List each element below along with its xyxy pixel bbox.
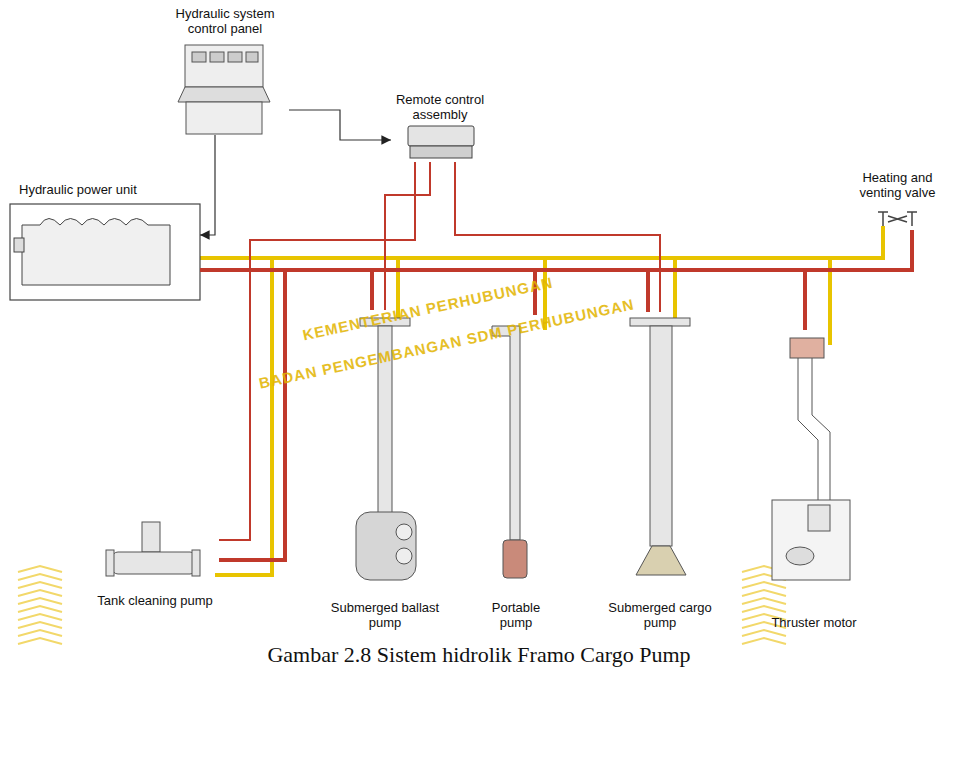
drawing-part	[228, 52, 242, 62]
component-label: Hydraulic power unit	[16, 180, 140, 199]
drawing-part	[178, 87, 270, 102]
remote-control: Remote control assembly	[391, 90, 489, 162]
thruster-figure	[772, 338, 850, 580]
tank-cleaning-pump-figure	[106, 522, 200, 576]
drawing-part	[112, 552, 196, 574]
component-label: Submerged ballast pump	[326, 598, 444, 632]
chevron-decoration	[18, 574, 62, 580]
portable-pump-figure	[492, 326, 527, 578]
control-panel: Hydraulic system control panel	[161, 4, 289, 135]
chevron-decoration	[18, 566, 62, 572]
pump: Submerged cargo pump	[604, 312, 716, 632]
drawing-part	[14, 238, 24, 252]
chevron-decoration	[742, 630, 786, 636]
drawing-part	[408, 126, 474, 146]
figure-caption: Gambar 2.8 Sistem hidrolik Framo Cargo P…	[0, 642, 958, 668]
component-label: Tank cleaning pump	[94, 591, 216, 610]
drawing-part	[786, 547, 814, 565]
chevron-decoration	[18, 614, 62, 620]
drawing-part	[492, 326, 520, 540]
drawing-part	[878, 212, 917, 226]
drawing-part	[798, 358, 830, 500]
drawing-part	[210, 52, 224, 62]
drawing-part	[185, 45, 263, 87]
chevron-decoration	[18, 638, 62, 644]
control-line	[200, 135, 215, 235]
drawing-part	[246, 52, 258, 62]
component-label: Hydraulic system control panel	[161, 4, 289, 38]
pump: Portable pump	[474, 315, 558, 632]
component-label: Remote control assembly	[391, 90, 489, 124]
hydraulic-pipe	[200, 230, 912, 270]
component-label: Heating and venting valve	[841, 168, 954, 202]
drawing-part	[186, 102, 262, 134]
component-label: Thruster motor	[768, 613, 859, 632]
remote-control-figure	[408, 126, 474, 158]
chevron-decoration	[18, 598, 62, 604]
drawing-part	[215, 258, 272, 575]
drawing-part	[106, 550, 114, 576]
chevron-decoration	[18, 606, 62, 612]
chevron-decoration	[18, 622, 62, 628]
drawing-part	[396, 548, 412, 564]
chevron-decoration	[742, 582, 786, 588]
pilot-line	[385, 162, 430, 310]
power-unit-figure	[10, 204, 200, 300]
drawing-part	[636, 546, 686, 575]
drawing-part	[192, 52, 206, 62]
drawing-part	[772, 500, 850, 580]
drawing-part	[192, 550, 200, 576]
chevron-decoration	[18, 582, 62, 588]
drawing-part	[808, 505, 830, 531]
drawing-part	[790, 338, 824, 358]
component-label: Portable pump	[474, 598, 558, 632]
drawing-part	[630, 318, 690, 326]
chevron-decoration	[742, 598, 786, 604]
chevron-decoration	[18, 590, 62, 596]
pump: Tank cleaning pump	[91, 470, 219, 610]
power-unit: Hydraulic power unit	[10, 180, 200, 302]
control-panel-figure	[178, 45, 270, 134]
drawing-part	[673, 258, 677, 322]
chevron-decoration	[742, 638, 786, 644]
drawing-part	[200, 226, 883, 258]
hydraulic-pipe	[200, 270, 372, 310]
drawing-part	[22, 219, 170, 286]
drawing-part	[396, 524, 412, 540]
control-line	[289, 110, 391, 140]
valve: Heating and venting valve	[841, 168, 954, 230]
chevron-decoration	[742, 606, 786, 612]
cargo-pump-figure	[630, 318, 690, 575]
hydraulic-pipe	[200, 270, 285, 560]
drawing-part	[650, 326, 672, 546]
drawing-part	[410, 146, 472, 158]
drawing-part	[142, 522, 160, 552]
component-label: Submerged cargo pump	[604, 598, 716, 632]
drawing-part	[503, 540, 527, 578]
chevron-decoration	[742, 590, 786, 596]
chevron-decoration	[18, 630, 62, 636]
thruster-motor: Thruster motor	[758, 330, 870, 632]
drawing-part	[10, 204, 200, 300]
valve-figure	[878, 212, 917, 226]
drawing-part	[356, 512, 416, 580]
